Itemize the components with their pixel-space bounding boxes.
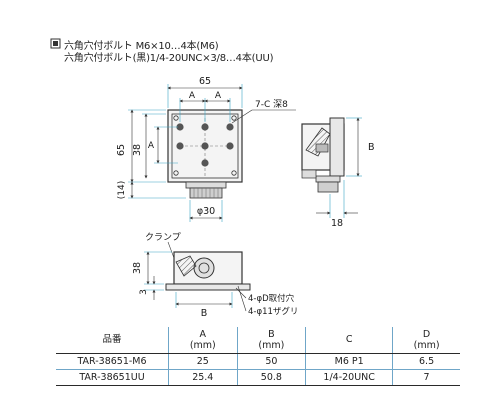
top-view bbox=[128, 84, 296, 222]
technical-drawing: 65 A A 7-C 深8 65 38 A (14) φ30 B 18 クランプ… bbox=[116, 76, 375, 319]
spec-table: 品番 A(mm) B(mm) C D(mm) TAR-38651-M6 25 5… bbox=[56, 327, 460, 386]
header-a: A(mm) bbox=[168, 327, 238, 354]
cell-b: 50 bbox=[236, 353, 306, 370]
dim-phi30: φ30 bbox=[197, 206, 215, 217]
cell-d: 6.5 bbox=[392, 353, 460, 370]
cell-c: 1/4-20UNC bbox=[305, 369, 393, 386]
table-header-row: 品番 A(mm) B(mm) C D(mm) bbox=[56, 327, 460, 354]
dim-a-left: A bbox=[189, 91, 196, 101]
cell-model: TAR-38651-M6 bbox=[56, 353, 169, 370]
dim-front-b: B bbox=[201, 308, 208, 319]
dim-65: 65 bbox=[199, 76, 211, 87]
dim-65-height: 65 bbox=[116, 144, 127, 156]
cell-d: 7 bbox=[392, 369, 460, 386]
header-model: 品番 bbox=[56, 327, 169, 354]
clamp-label: クランプ bbox=[145, 232, 181, 243]
dim-14: (14) bbox=[117, 181, 127, 199]
dim-hole-note: 7-C 深8 bbox=[255, 99, 288, 110]
dim-a-right: A bbox=[215, 91, 222, 101]
header-b: B(mm) bbox=[236, 327, 306, 354]
cell-model: TAR-38651UU bbox=[56, 369, 169, 386]
header-d: D(mm) bbox=[392, 327, 460, 354]
front-view bbox=[144, 241, 251, 312]
dim-38-height: 38 bbox=[132, 144, 143, 156]
header-c: C bbox=[305, 327, 393, 354]
table-row: TAR-38651UU 25.4 50.8 1/4-20UNC 7 bbox=[56, 369, 460, 386]
dim-front-38: 38 bbox=[132, 262, 143, 274]
note-line-2: 六角穴付ボルト(黒)1/4-20UNC×3/8…4本(UU) bbox=[64, 53, 274, 64]
side-view bbox=[301, 117, 362, 218]
note-line-1: 六角穴付ボルト M6×10…4本(M6) bbox=[64, 41, 219, 52]
cell-a: 25.4 bbox=[168, 369, 238, 386]
hole-4d-label: 4-φD取付穴 bbox=[248, 293, 295, 304]
hole-4-11-label: 4-φ11ザグリ bbox=[248, 306, 298, 317]
dim-18: 18 bbox=[331, 218, 343, 229]
dim-side-b: B bbox=[368, 142, 375, 153]
dim-front-3: 3 bbox=[139, 289, 149, 295]
cell-b: 50.8 bbox=[236, 369, 306, 386]
note-bullet-icon bbox=[50, 38, 61, 49]
table-row: TAR-38651-M6 25 50 M6 P1 6.5 bbox=[56, 353, 460, 370]
dim-a-height: A bbox=[148, 141, 155, 151]
cell-a: 25 bbox=[168, 353, 238, 370]
cell-c: M6 P1 bbox=[305, 353, 393, 370]
